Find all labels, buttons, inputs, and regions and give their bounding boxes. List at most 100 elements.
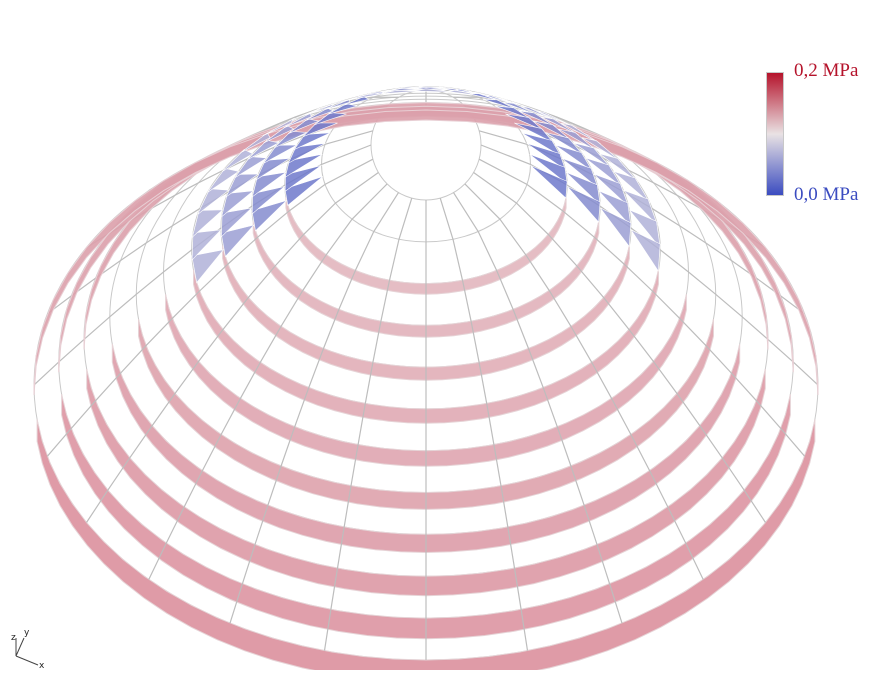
low-stress-strut xyxy=(327,103,358,115)
low-stress-strut xyxy=(414,88,455,93)
low-stress-strut xyxy=(380,89,421,95)
low-stress-strut xyxy=(273,130,308,149)
axis-triad: z y x xyxy=(4,624,48,671)
low-stress-strut xyxy=(520,106,558,122)
low-stress-strut xyxy=(561,158,599,189)
low-stress-strut xyxy=(482,99,517,110)
low-stress-strut xyxy=(221,149,254,173)
low-stress-strut xyxy=(284,176,323,206)
low-stress-strut xyxy=(566,186,601,223)
low-stress-strut xyxy=(581,137,622,163)
low-stress-strut xyxy=(343,96,370,106)
low-stress-strut xyxy=(554,144,593,172)
legend-min-label: 0,0 MPa xyxy=(794,184,859,205)
low-stress-strut xyxy=(191,249,225,284)
low-stress-strut xyxy=(262,117,295,136)
low-stress-strut xyxy=(191,229,222,261)
low-stress-strut xyxy=(251,200,287,232)
x-axis-line xyxy=(15,655,39,666)
low-stress-strut xyxy=(630,229,661,272)
low-stress-strut xyxy=(584,157,623,188)
color-scale-bar xyxy=(766,72,784,196)
stress-legend: 0,2 MPa 0,0 MPa xyxy=(764,60,882,210)
ring-beam xyxy=(193,269,659,424)
meridian-rib xyxy=(478,158,806,457)
ring-beam xyxy=(222,245,630,381)
low-stress-strut xyxy=(247,139,280,160)
low-stress-strut xyxy=(485,95,518,106)
low-stress-strut xyxy=(251,186,285,215)
ring-beam xyxy=(111,343,741,554)
low-stress-strut xyxy=(263,144,298,164)
low-stress-strut xyxy=(598,190,632,228)
low-stress-strut xyxy=(514,122,554,144)
meridian-rib xyxy=(452,192,623,624)
low-stress-strut xyxy=(561,123,601,144)
low-stress-strut xyxy=(502,102,538,116)
low-stress-strut xyxy=(623,189,658,226)
low-stress-strut xyxy=(348,92,387,101)
y-axis-label: y xyxy=(24,628,30,638)
meridian-rib xyxy=(464,183,704,580)
low-stress-strut xyxy=(537,111,577,129)
low-stress-strut xyxy=(302,122,338,137)
low-stress-strut xyxy=(240,132,271,154)
meridian-rib xyxy=(85,172,379,523)
low-stress-strut xyxy=(251,171,287,198)
low-stress-strut xyxy=(221,207,253,238)
low-stress-strut xyxy=(288,106,323,122)
meridian-rib xyxy=(473,172,767,523)
low-stress-strut xyxy=(293,132,331,151)
low-stress-struts xyxy=(191,86,661,284)
low-stress-strut xyxy=(469,93,501,102)
low-stress-strut xyxy=(629,209,661,250)
low-stress-strut xyxy=(323,99,350,111)
ring-beam xyxy=(252,221,600,338)
low-stress-strut xyxy=(593,173,629,207)
low-stress-strut xyxy=(530,165,568,199)
low-stress-strut xyxy=(207,167,240,193)
low-stress-strut xyxy=(613,171,651,204)
low-stress-strut xyxy=(314,112,347,126)
meridian-rib xyxy=(229,192,400,624)
ring-beam xyxy=(36,419,816,670)
low-stress-strut xyxy=(565,171,601,206)
low-stress-strut xyxy=(545,132,584,156)
low-stress-strut xyxy=(234,156,268,179)
z-axis-label: z xyxy=(11,633,16,643)
ring-beam xyxy=(86,368,766,597)
low-stress-strut xyxy=(599,207,632,248)
low-stress-strut xyxy=(263,125,295,144)
meridian-rib xyxy=(46,158,374,457)
low-stress-strut xyxy=(221,190,255,218)
ring-beam xyxy=(138,319,714,510)
y-axis-line xyxy=(15,637,25,657)
meridian-rib xyxy=(439,197,529,651)
x-axis-label: x xyxy=(39,661,45,668)
low-stress-strut xyxy=(283,112,312,129)
low-stress-strut xyxy=(287,118,320,134)
low-stress-strut xyxy=(521,132,562,157)
meridian-rib xyxy=(148,183,388,580)
low-stress-strut xyxy=(558,128,597,152)
low-stress-strut xyxy=(573,142,612,169)
legend-max-label: 0,2 MPa xyxy=(794,60,859,81)
meridian-rib xyxy=(323,197,413,651)
low-stress-strut xyxy=(284,165,322,192)
low-stress-strut xyxy=(304,107,334,122)
ring-beam xyxy=(165,294,687,467)
low-stress-strut xyxy=(526,143,567,171)
low-stress-strut xyxy=(220,224,255,258)
ring-beam-back xyxy=(33,109,819,396)
low-stress-strut xyxy=(455,88,483,95)
low-stress-strut xyxy=(529,153,568,185)
low-stress-strut xyxy=(540,116,579,136)
low-stress-strut xyxy=(533,120,572,141)
low-stress-strut xyxy=(225,173,260,198)
low-stress-strut xyxy=(191,209,224,238)
top-ring-beams xyxy=(33,102,819,396)
low-stress-strut xyxy=(317,98,355,110)
ring-beam xyxy=(285,197,567,295)
low-stress-strut xyxy=(505,113,544,131)
ring-beam xyxy=(61,394,791,640)
